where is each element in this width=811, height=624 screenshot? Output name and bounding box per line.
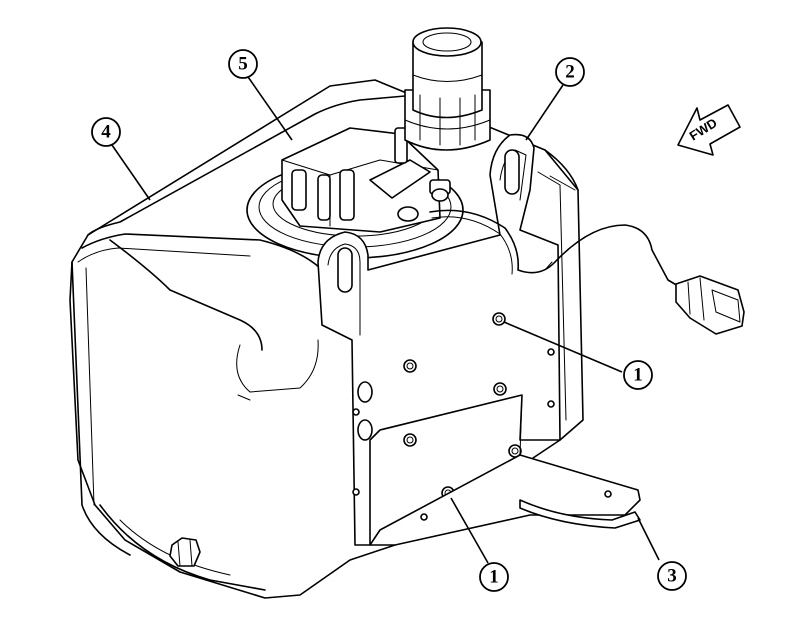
- drain-plug: [169, 537, 201, 567]
- sender-pump-assembly: [246, 127, 464, 259]
- fwd-arrow-icon: [677, 104, 741, 156]
- callout-label: 3: [667, 566, 677, 587]
- callout-5: 5: [228, 49, 258, 79]
- callout-label: 5: [238, 54, 248, 75]
- callout-label: 2: [565, 62, 575, 83]
- callout-label: 1: [633, 365, 643, 386]
- callout-label: 1: [489, 567, 499, 588]
- callout-label: 4: [101, 122, 111, 143]
- callout-3: 3: [657, 561, 687, 591]
- callout-leaders: [111, 73, 660, 564]
- wiring-harness: [429, 209, 686, 291]
- mounting-bracket: [317, 133, 561, 546]
- electrical-connector: [675, 275, 745, 335]
- callout-1-upper: 1: [623, 360, 653, 390]
- callout-2: 2: [555, 57, 585, 87]
- filler-neck: [404, 27, 491, 151]
- callout-1-lower: 1: [479, 562, 509, 592]
- callout-4: 4: [91, 117, 121, 147]
- direction-indicator: FWD: [677, 104, 741, 156]
- lower-support-bracket: [369, 394, 641, 546]
